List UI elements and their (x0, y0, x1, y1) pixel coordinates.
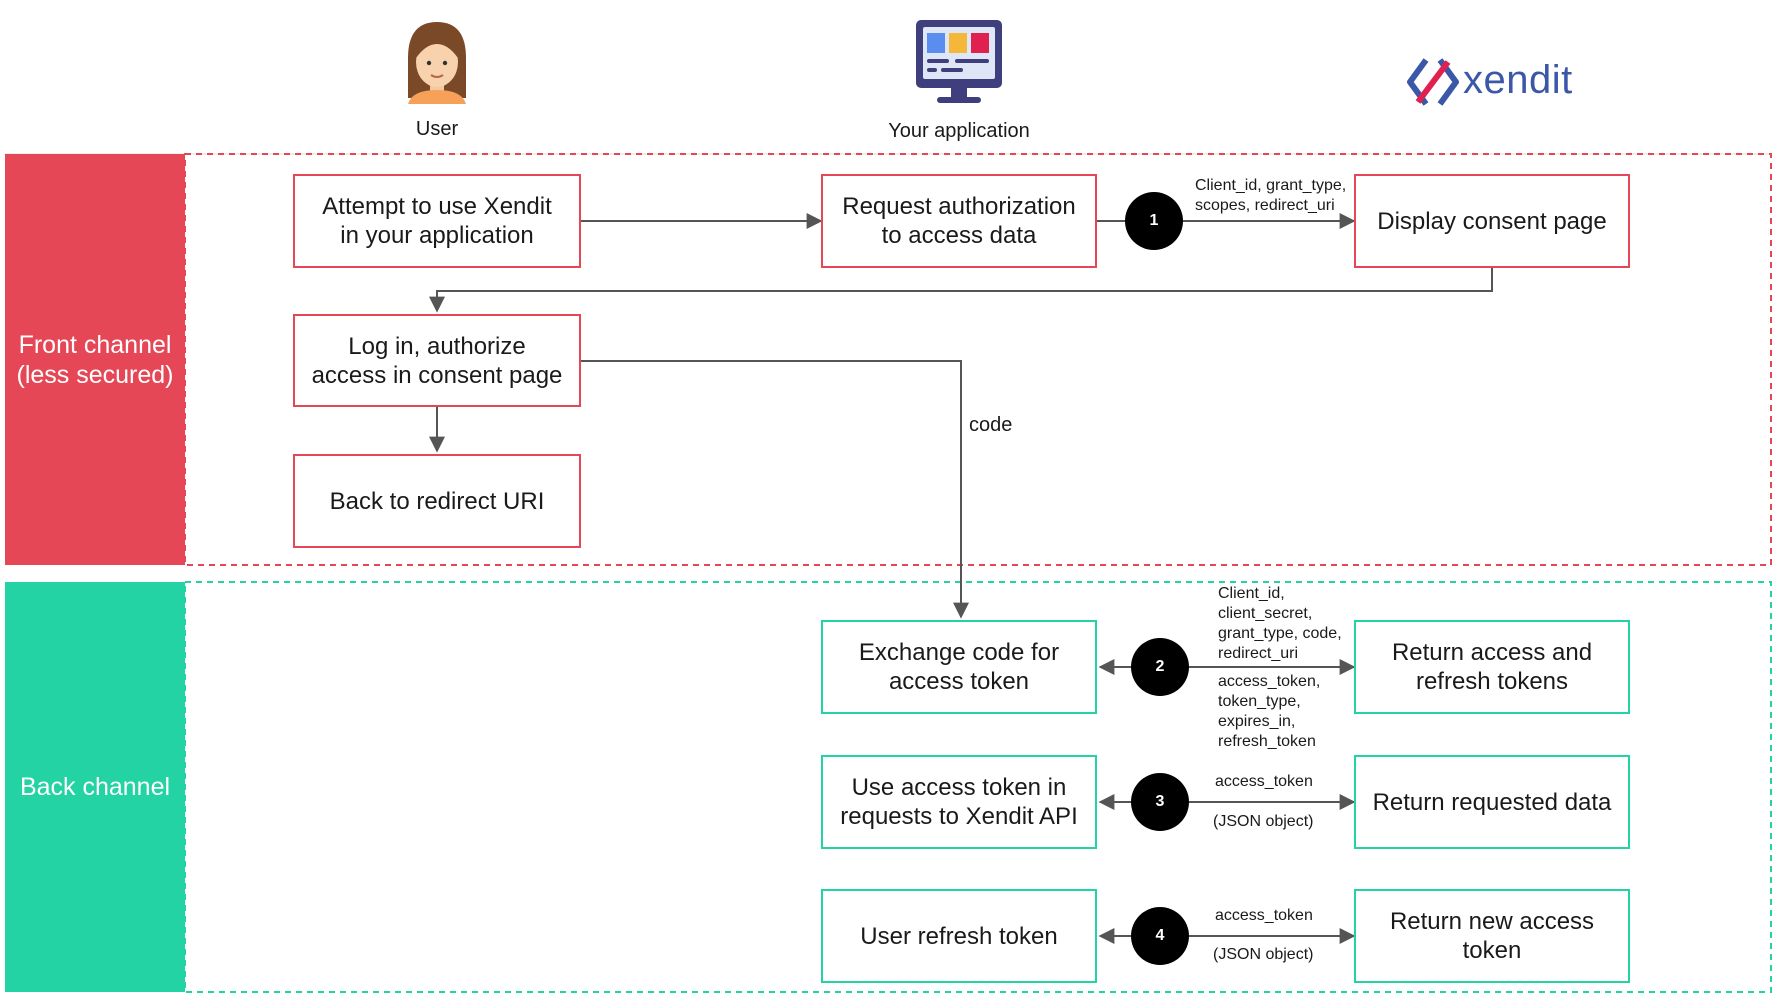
user-label: User (415, 118, 459, 140)
step3-response-label: (JSON object) (1213, 813, 1314, 830)
return-new-token-text: Return new access token (1389, 908, 1595, 964)
step3-request-label: access_token (1215, 773, 1313, 790)
step2-response-label: access_token, token_type, expires_in, re… (1218, 673, 1321, 750)
step-3-badge: 3 (1131, 773, 1189, 831)
front-channel-border (184, 153, 1772, 566)
step2-request-label: Client_id, client_secret, grant_type, co… (1218, 585, 1342, 662)
arrow-consent-to-login (429, 267, 1493, 313)
front-channel-band: Front channel (less secured) (5, 154, 185, 565)
return-data-box: Return requested data (1354, 755, 1630, 849)
brand-name: xendit (1463, 58, 1573, 102)
step1-params-label: Client_id, grant_type, scopes, redirect_… (1195, 177, 1347, 214)
user-avatar-icon (408, 22, 466, 104)
return-new-token-box: Return new access token (1354, 889, 1630, 983)
arrow-login-to-exchange (581, 360, 969, 619)
step-4-badge: 4 (1131, 907, 1189, 965)
exchange-code-text: Exchange code for access token (858, 639, 1060, 695)
use-token-box: Use access token in requests to Xendit A… (821, 755, 1097, 849)
request-authorization-box: Request authorization to access data (821, 174, 1097, 268)
return-tokens-text: Return access and refresh tokens (1391, 639, 1593, 695)
attempt-box-text: Attempt to use Xendit in your applicatio… (322, 193, 552, 249)
back-channel-label: Back channel (19, 773, 171, 801)
login-box: Log in, authorize access in consent page (293, 314, 581, 407)
code-label: code (969, 414, 1013, 436)
consent-page-text: Display consent page (1377, 207, 1607, 235)
step4-request-label: access_token (1215, 907, 1313, 924)
refresh-token-box: User refresh token (821, 889, 1097, 983)
use-token-text: Use access token in requests to Xendit A… (840, 774, 1078, 830)
redirect-box-text: Back to redirect URI (329, 487, 545, 515)
exchange-code-box: Exchange code for access token (821, 620, 1097, 714)
step4-response-label: (JSON object) (1213, 946, 1314, 963)
redirect-box: Back to redirect URI (293, 454, 581, 548)
back-channel-border (184, 581, 1772, 993)
front-channel-label: Front channel (less secured) (16, 330, 174, 389)
consent-page-box: Display consent page (1354, 174, 1630, 268)
step-2-badge: 2 (1131, 638, 1189, 696)
application-label: Your application (888, 120, 1030, 142)
monitor-icon (916, 20, 1002, 103)
login-box-text: Log in, authorize access in consent page (311, 332, 563, 389)
request-authorization-text: Request authorization to access data (842, 193, 1076, 249)
xendit-logo-icon (1407, 58, 1459, 106)
step-1-badge: 1 (1125, 192, 1183, 250)
return-data-text: Return requested data (1372, 788, 1612, 816)
return-tokens-box: Return access and refresh tokens (1354, 620, 1630, 714)
attempt-box: Attempt to use Xendit in your applicatio… (293, 174, 581, 268)
back-channel-band: Back channel (5, 582, 185, 992)
refresh-token-text: User refresh token (860, 922, 1058, 950)
